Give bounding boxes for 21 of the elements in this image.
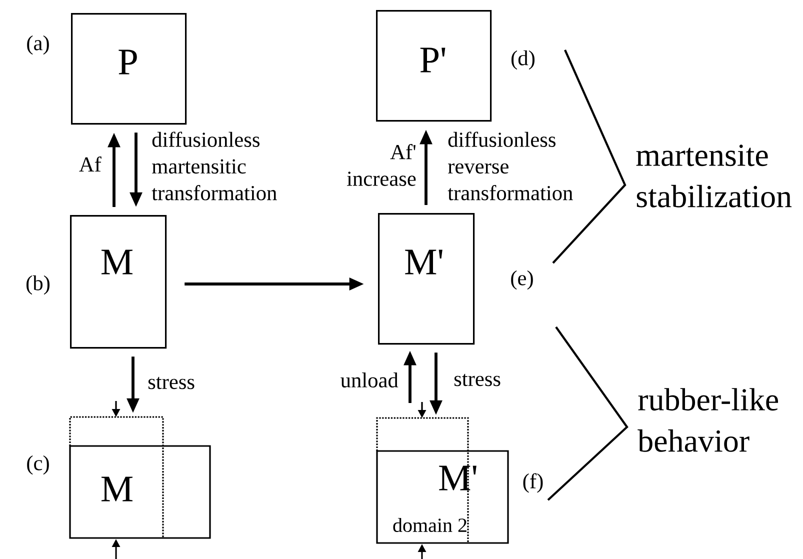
edge-label: stress	[148, 376, 194, 390]
state-box: M	[70, 214, 167, 349]
panel-letter: (d)	[512, 50, 534, 70]
state-box: P'	[376, 10, 492, 122]
group-label: rubber-like behavior	[638, 388, 778, 452]
panel-letter: (b)	[26, 275, 50, 295]
edge-label: diffusionless reverse transformation	[448, 132, 573, 200]
state-box: P	[71, 13, 187, 125]
panel-letter: (f)	[523, 473, 543, 493]
state-box: M'	[378, 213, 475, 345]
panel-letter: (c)	[27, 455, 49, 475]
edge-label: Af	[79, 156, 102, 172]
edge-label: stress	[454, 374, 500, 386]
edge-label: unload	[340, 372, 398, 388]
panel-letter: (a)	[27, 35, 49, 55]
state-box: M	[69, 445, 211, 539]
state-box: M' domain 2	[376, 450, 509, 544]
panel-letter: (e)	[511, 270, 533, 290]
edge-label: diffusionless martensitic transformation	[152, 132, 277, 200]
group-label: Af' increase	[346, 144, 416, 186]
group-label: martensite stabilization	[636, 144, 792, 208]
